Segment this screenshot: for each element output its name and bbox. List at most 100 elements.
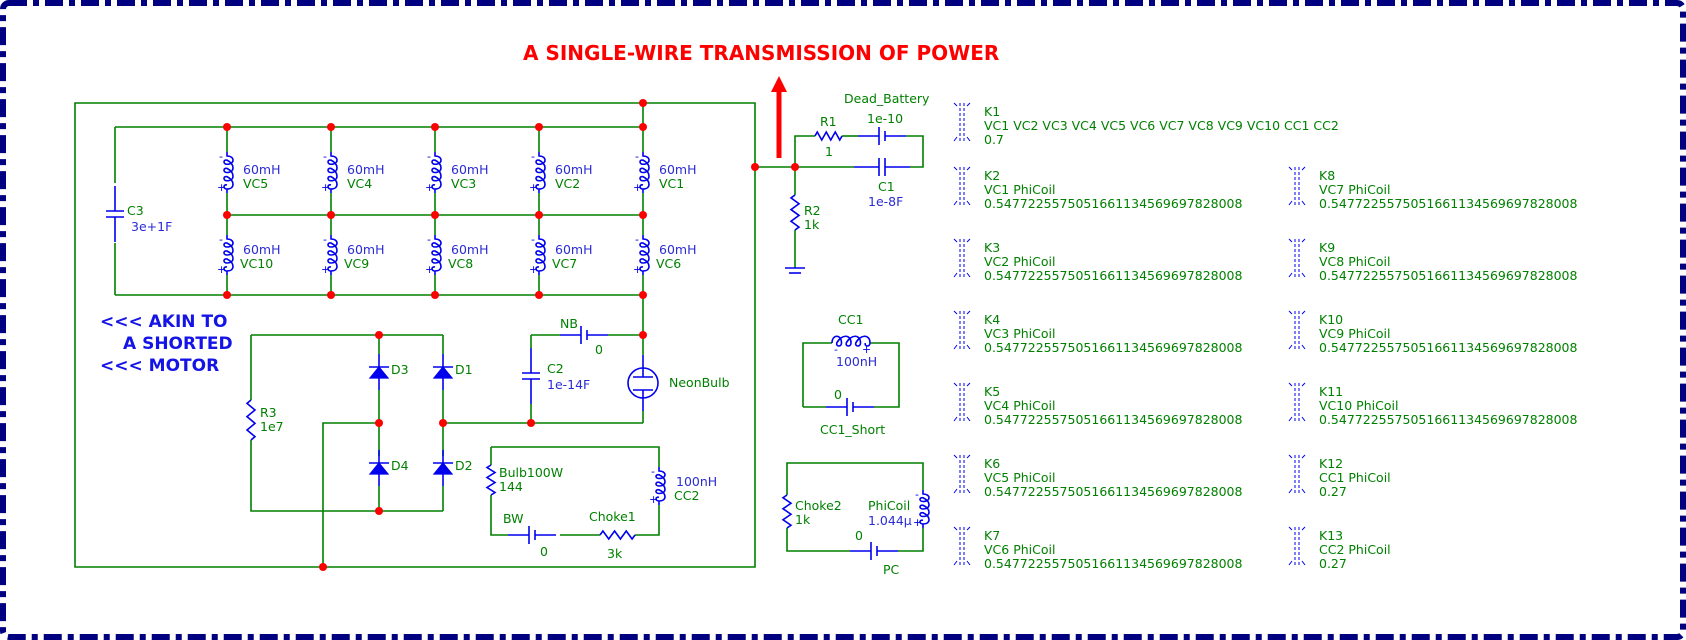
inductor-value: 60mH [451, 242, 488, 257]
diode-d3 [368, 354, 390, 390]
coupling-name: K1 [984, 104, 1000, 119]
r2-name: R2 [804, 203, 821, 218]
pc-value: 0 [855, 528, 863, 543]
minus-sign: - [323, 233, 327, 246]
minus-sign: - [635, 233, 639, 246]
core-ends [1288, 310, 1306, 350]
coupling-coefficient: 0.7 [984, 132, 1004, 147]
diode-d1 [432, 354, 454, 390]
cc1-name: CC1 [838, 312, 863, 327]
junction-dot [639, 291, 647, 299]
wire [491, 446, 660, 467]
inductor-name: VC3 [451, 176, 476, 191]
coupling-inductors: VC1 VC2 VC3 VC4 VC5 VC6 VC7 VC8 VC9 VC10… [984, 118, 1339, 133]
junction-dot [431, 291, 439, 299]
junction-dot [327, 211, 335, 219]
coupling-name: K2 [984, 168, 1000, 183]
core-ends [953, 526, 971, 566]
cc2-value: 100nH [676, 474, 717, 489]
coupling-icon [1288, 382, 1306, 422]
inductor-coil-icon [431, 152, 442, 193]
battery-nb [560, 326, 608, 344]
inductor-name: VC9 [344, 256, 369, 271]
coupling-icon [953, 454, 971, 494]
choke2-name: Choke2 [795, 498, 842, 513]
diode-d2 [432, 450, 454, 486]
wire [870, 342, 900, 408]
dead-battery-value: 1e-10 [867, 111, 903, 126]
c2-value: 1e-14F [547, 377, 590, 392]
inductor-value: 60mH [347, 162, 384, 177]
plus-sign: + [529, 263, 538, 276]
capacitor-c3 [106, 186, 124, 242]
plus-sign: + [529, 181, 538, 194]
battery-dead-battery [858, 127, 906, 145]
coupling-coefficient: 0.5477225575051661134569697828008 [1319, 412, 1578, 427]
coupling-inductors: VC2 PhiCoil [984, 254, 1055, 269]
bw-name: BW [503, 511, 524, 526]
plus-sign: + [649, 493, 658, 506]
coupling-inductors: VC7 PhiCoil [1319, 182, 1390, 197]
coupling-icon [953, 526, 971, 566]
core-ends [1288, 238, 1306, 278]
wire [786, 462, 924, 495]
wire [802, 342, 832, 407]
resistor-choke1 [599, 529, 636, 541]
plus-sign: + [425, 181, 434, 194]
diode-triangle [368, 366, 390, 379]
coupling-coefficient: 0.27 [1319, 556, 1347, 571]
d1-name: D1 [455, 362, 473, 377]
coupling-coefficient: 0.27 [1319, 484, 1347, 499]
r1-value: 1 [825, 144, 833, 159]
coupling-icon [1288, 238, 1306, 278]
choke1-value: 3k [607, 546, 623, 561]
minus-sign: - [915, 488, 919, 501]
inductor-value: 60mH [451, 162, 488, 177]
coupling-inductors: VC6 PhiCoil [984, 542, 1055, 557]
resistor-choke2 [781, 494, 793, 529]
junction-dot [639, 99, 647, 107]
junction-dot [375, 419, 383, 427]
core-ends [953, 382, 971, 422]
junction-dots [223, 99, 799, 571]
diode-triangle [432, 462, 454, 475]
diagram-title: A SINGLE-WIRE TRANSMISSION OF POWER [523, 41, 999, 65]
resistor-zigzag-icon [814, 130, 843, 142]
minus-sign: - [635, 150, 639, 163]
junction-dot [223, 211, 231, 219]
inductor-vc1: -+ [633, 150, 650, 194]
cc1-short-value: 0 [834, 387, 842, 402]
c3-name: C3 [127, 203, 144, 218]
minus-sign: - [219, 233, 223, 246]
coupling-coefficient: 0.5477225575051661134569697828008 [984, 412, 1243, 427]
junction-dot [431, 123, 439, 131]
c2-name: C2 [547, 361, 564, 376]
coupling-icon [953, 382, 971, 422]
coupling-name: K13 [1319, 528, 1343, 543]
core-ends [953, 310, 971, 350]
core-ends [953, 454, 971, 494]
core-ends [1288, 454, 1306, 494]
inductor-coil-icon [223, 235, 234, 275]
resistor-bulb100w [485, 464, 497, 496]
inductor-cc1: -+ [831, 335, 871, 356]
inductor-phicoil: -+ [913, 488, 930, 529]
minus-sign: - [323, 150, 327, 163]
cc2-name: CC2 [674, 488, 699, 503]
coupling-icon [1288, 310, 1306, 350]
coupling-icon [953, 102, 971, 142]
resistor-zigzag-icon [789, 194, 801, 231]
inductor-vc4: -+ [321, 150, 338, 194]
inductor-value: 60mH [243, 162, 280, 177]
minus-sign: - [427, 150, 431, 163]
resistor-r1 [814, 130, 843, 142]
wire [786, 528, 850, 552]
wire [635, 505, 660, 536]
coupling-icon [953, 238, 971, 278]
